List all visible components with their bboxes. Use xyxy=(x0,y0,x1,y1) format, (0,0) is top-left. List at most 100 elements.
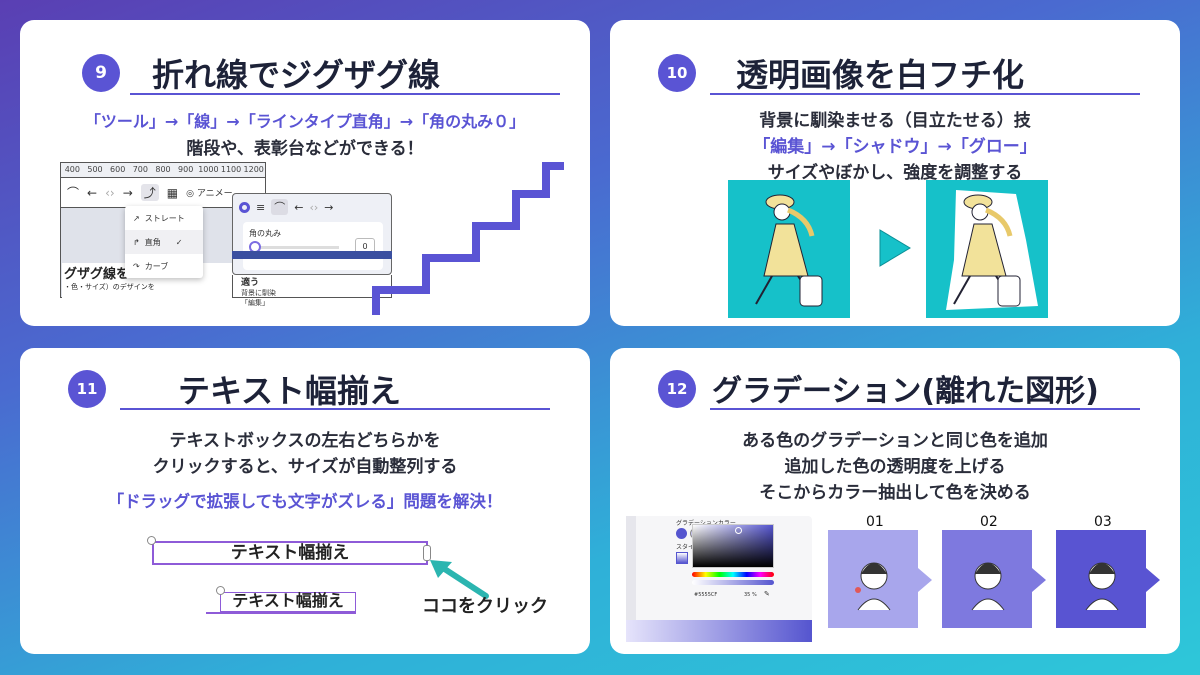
step-label: 01 xyxy=(866,514,884,530)
dots-icon[interactable]: ‹› xyxy=(105,185,115,200)
step-label: 02 xyxy=(980,514,998,530)
eyedropper-icon[interactable]: ✎ xyxy=(764,590,770,598)
step-label: 03 xyxy=(1094,514,1112,530)
description-3: そこからカラー抽出して色を決める xyxy=(759,483,1031,503)
canvas-band xyxy=(232,251,392,259)
step-02: 02 xyxy=(942,514,1052,634)
opacity-slider[interactable] xyxy=(692,580,774,585)
ruler-tick: 900 xyxy=(178,165,194,174)
play-arrow-icon xyxy=(879,229,911,267)
step-number-badge: 12 xyxy=(658,370,696,408)
step-number-badge: 9 xyxy=(82,54,120,92)
step-01: 01 xyxy=(828,514,938,634)
canvas-lower-text: 適う 背景に馴染 「編集」 xyxy=(232,275,392,307)
description: 階段や、表彰台などができる！ xyxy=(186,139,424,159)
click-here-label: ココをクリック xyxy=(422,596,548,617)
after-image xyxy=(926,180,1048,318)
arrow-left-icon[interactable]: ← xyxy=(294,200,304,214)
ruler: 400 500 600 700 800 900 1000 1100 1200 xyxy=(60,162,266,178)
color-picker-panel: グラデーションカラー スタイ #5555CF 35 % ✎ xyxy=(626,516,812,626)
dots-icon[interactable]: ‹› xyxy=(309,200,319,214)
description: ある色のグラデーションと同じ色を追加 xyxy=(742,431,1048,451)
menu-item-straight[interactable]: ↗ストレート xyxy=(133,213,185,223)
woman-with-suitcase-illustration xyxy=(755,194,823,307)
resize-handle-right[interactable] xyxy=(423,545,431,561)
line-toolbar: ⌒ ← ‹› → ⤴ ▦ ◎ アニメー xyxy=(60,178,266,208)
transparency-icon[interactable]: ▦ xyxy=(166,185,179,200)
ruler-tick: 400 xyxy=(64,165,80,174)
arrow-left-icon[interactable]: ← xyxy=(87,185,98,200)
text-box-fitted[interactable]: テキスト幅揃え xyxy=(220,592,356,612)
picker-cursor[interactable] xyxy=(735,527,742,534)
step-02-shape xyxy=(942,530,1046,628)
description-2: 追加した色の透明度を上げる xyxy=(784,457,1006,477)
rotate-handle[interactable] xyxy=(216,586,225,595)
rotate-handle[interactable] xyxy=(147,536,156,545)
pointer-arrow-icon xyxy=(430,560,489,599)
style-label: スタイ xyxy=(676,544,695,551)
step-01-shape xyxy=(828,530,932,628)
gradient-bar xyxy=(626,620,812,642)
color-swatch[interactable] xyxy=(676,528,687,539)
line-type-icon[interactable]: ⤴ xyxy=(140,184,159,201)
card-gradient: 12 グラデーション(離れた図形) ある色のグラデーションと同じ色を追加 追加し… xyxy=(610,348,1180,654)
hex-value[interactable]: #5555CF xyxy=(694,592,718,598)
description: 背景に馴染ませる（目立たせる）技 xyxy=(759,111,1031,131)
line-weight-icon[interactable]: ≡ xyxy=(256,200,266,214)
corner-icon[interactable]: ⌒ xyxy=(271,199,289,215)
check-icon: ✓ xyxy=(175,237,183,247)
card-title: 透明画像を白フチ化 xyxy=(736,56,1025,94)
ruler-tick: 1100 xyxy=(220,165,242,174)
instruction-path: 「編集」→「シャドウ」→「グロー」 xyxy=(753,137,1037,157)
step-03-shape xyxy=(1056,530,1160,628)
step-03: 03 xyxy=(1056,514,1166,634)
title-underline xyxy=(130,93,560,95)
text-box-baseline xyxy=(206,612,356,614)
ruler-tick: 600 xyxy=(110,165,126,174)
color-swatch-icon[interactable] xyxy=(239,201,250,213)
line-type-menu: ↗ストレート ↱直角✓ ↷カーブ xyxy=(125,206,203,278)
straight-line-icon: ↗ xyxy=(133,213,140,223)
title-underline xyxy=(710,93,1140,95)
saturation-field[interactable] xyxy=(692,524,774,568)
description-2: クリックすると、サイズが自動整列する xyxy=(152,457,458,477)
ruler-tick: 1200 xyxy=(243,165,264,174)
ruler-tick: 500 xyxy=(87,165,103,174)
animate-button[interactable]: ◎ アニメー xyxy=(186,189,233,199)
card-title: 折れ線でジグザグ線 xyxy=(152,56,441,94)
slider-track[interactable] xyxy=(253,246,339,249)
menu-item-elbow[interactable]: ↱直角✓ xyxy=(125,230,203,254)
staircase-line xyxy=(372,162,564,315)
card-text-width: 11 テキスト幅揃え テキストボックスの左右どちらかを クリックすると、サイズが… xyxy=(20,348,590,654)
step-number-badge: 10 xyxy=(658,54,696,92)
title-underline xyxy=(710,408,1140,410)
woman-with-suitcase-outlined-illustration xyxy=(946,190,1038,310)
curve-icon[interactable]: ⌒ xyxy=(67,186,80,200)
corner-radius-label: 角の丸み xyxy=(249,229,281,238)
panel-toolbar: ≡ ⌒ ← ‹› → xyxy=(233,194,391,220)
panel-sidebar xyxy=(626,516,636,626)
card-title: テキスト幅揃え xyxy=(178,372,402,410)
opacity-value[interactable]: 35 % xyxy=(744,592,757,598)
card-white-outline: 10 透明画像を白フチ化 背景に馴染ませる（目立たせる）技 「編集」→「シャドウ… xyxy=(610,20,1180,326)
gradient-color-label: グラデーションカラー xyxy=(676,518,736,527)
menu-item-curve[interactable]: ↷カーブ xyxy=(133,261,169,271)
ruler-tick: 700 xyxy=(132,165,148,174)
instruction-path: 「ツール」→「線」→「ラインタイプ直角」→「角の丸み０」 xyxy=(84,112,526,131)
arrow-right-icon[interactable]: → xyxy=(324,200,334,214)
corner-radius-panel: ≡ ⌒ ← ‹› → 角の丸み 0 xyxy=(232,193,392,275)
problem-statement: 「ドラッグで拡張しても文字がズレる」問題を解決！ xyxy=(107,492,503,511)
gradient-preview[interactable] xyxy=(676,552,688,564)
description-2: サイズやぼかし、強度を調整する xyxy=(767,163,1023,183)
text-box-wide[interactable]: テキスト幅揃え xyxy=(152,541,428,565)
corner-radius-control: 角の丸み 0 xyxy=(243,222,383,270)
hue-slider[interactable] xyxy=(692,572,774,577)
before-image xyxy=(728,180,850,318)
card-title: グラデーション(離れた図形) xyxy=(712,374,1099,409)
step-number-badge: 11 xyxy=(68,370,106,408)
card-zigzag-line: 9 折れ線でジグザグ線 「ツール」→「線」→「ラインタイプ直角」→「角の丸み０」… xyxy=(20,20,590,326)
arrow-right-icon[interactable]: → xyxy=(122,185,133,200)
curve-line-icon: ↷ xyxy=(133,261,140,271)
elbow-line-icon: ↱ xyxy=(133,237,140,247)
ruler-tick: 800 xyxy=(155,165,171,174)
